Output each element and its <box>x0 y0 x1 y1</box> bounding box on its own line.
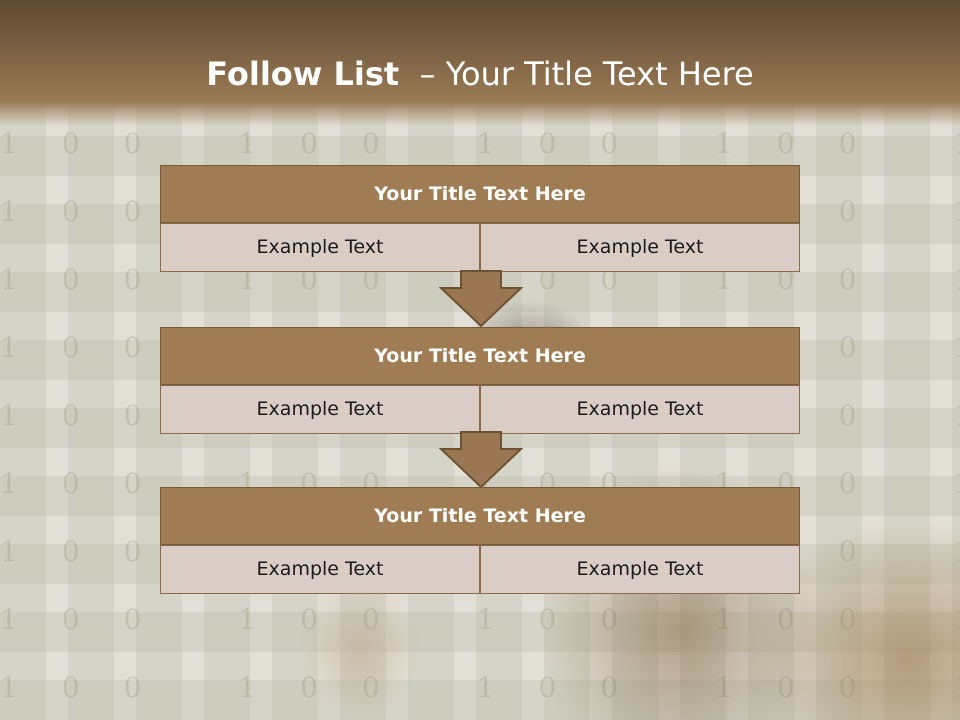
list-block-1: Your Title Text Here Example Text Exampl… <box>160 165 800 272</box>
list-block-2: Your Title Text Here Example Text Exampl… <box>160 327 800 434</box>
slide-title: Follow List – Your Title Text Here <box>0 52 960 96</box>
block-cell-left: Example Text <box>160 223 480 272</box>
block-title: Your Title Text Here <box>160 487 800 545</box>
block-cell-left: Example Text <box>160 385 480 434</box>
header-band <box>0 0 960 126</box>
slide-title-bold: Follow List <box>206 55 400 93</box>
block-row: Example Text Example Text <box>160 385 800 434</box>
block-cell-right: Example Text <box>480 545 800 594</box>
block-cell-left: Example Text <box>160 545 480 594</box>
block-row: Example Text Example Text <box>160 223 800 272</box>
list-block-3: Your Title Text Here Example Text Exampl… <box>160 487 800 594</box>
slide-title-rest: – Your Title Text Here <box>399 55 754 93</box>
block-title: Your Title Text Here <box>160 327 800 385</box>
down-arrow-icon <box>439 270 523 328</box>
block-cell-right: Example Text <box>480 223 800 272</box>
block-row: Example Text Example Text <box>160 545 800 594</box>
down-arrow-icon <box>439 431 523 489</box>
block-cell-right: Example Text <box>480 385 800 434</box>
block-title: Your Title Text Here <box>160 165 800 223</box>
